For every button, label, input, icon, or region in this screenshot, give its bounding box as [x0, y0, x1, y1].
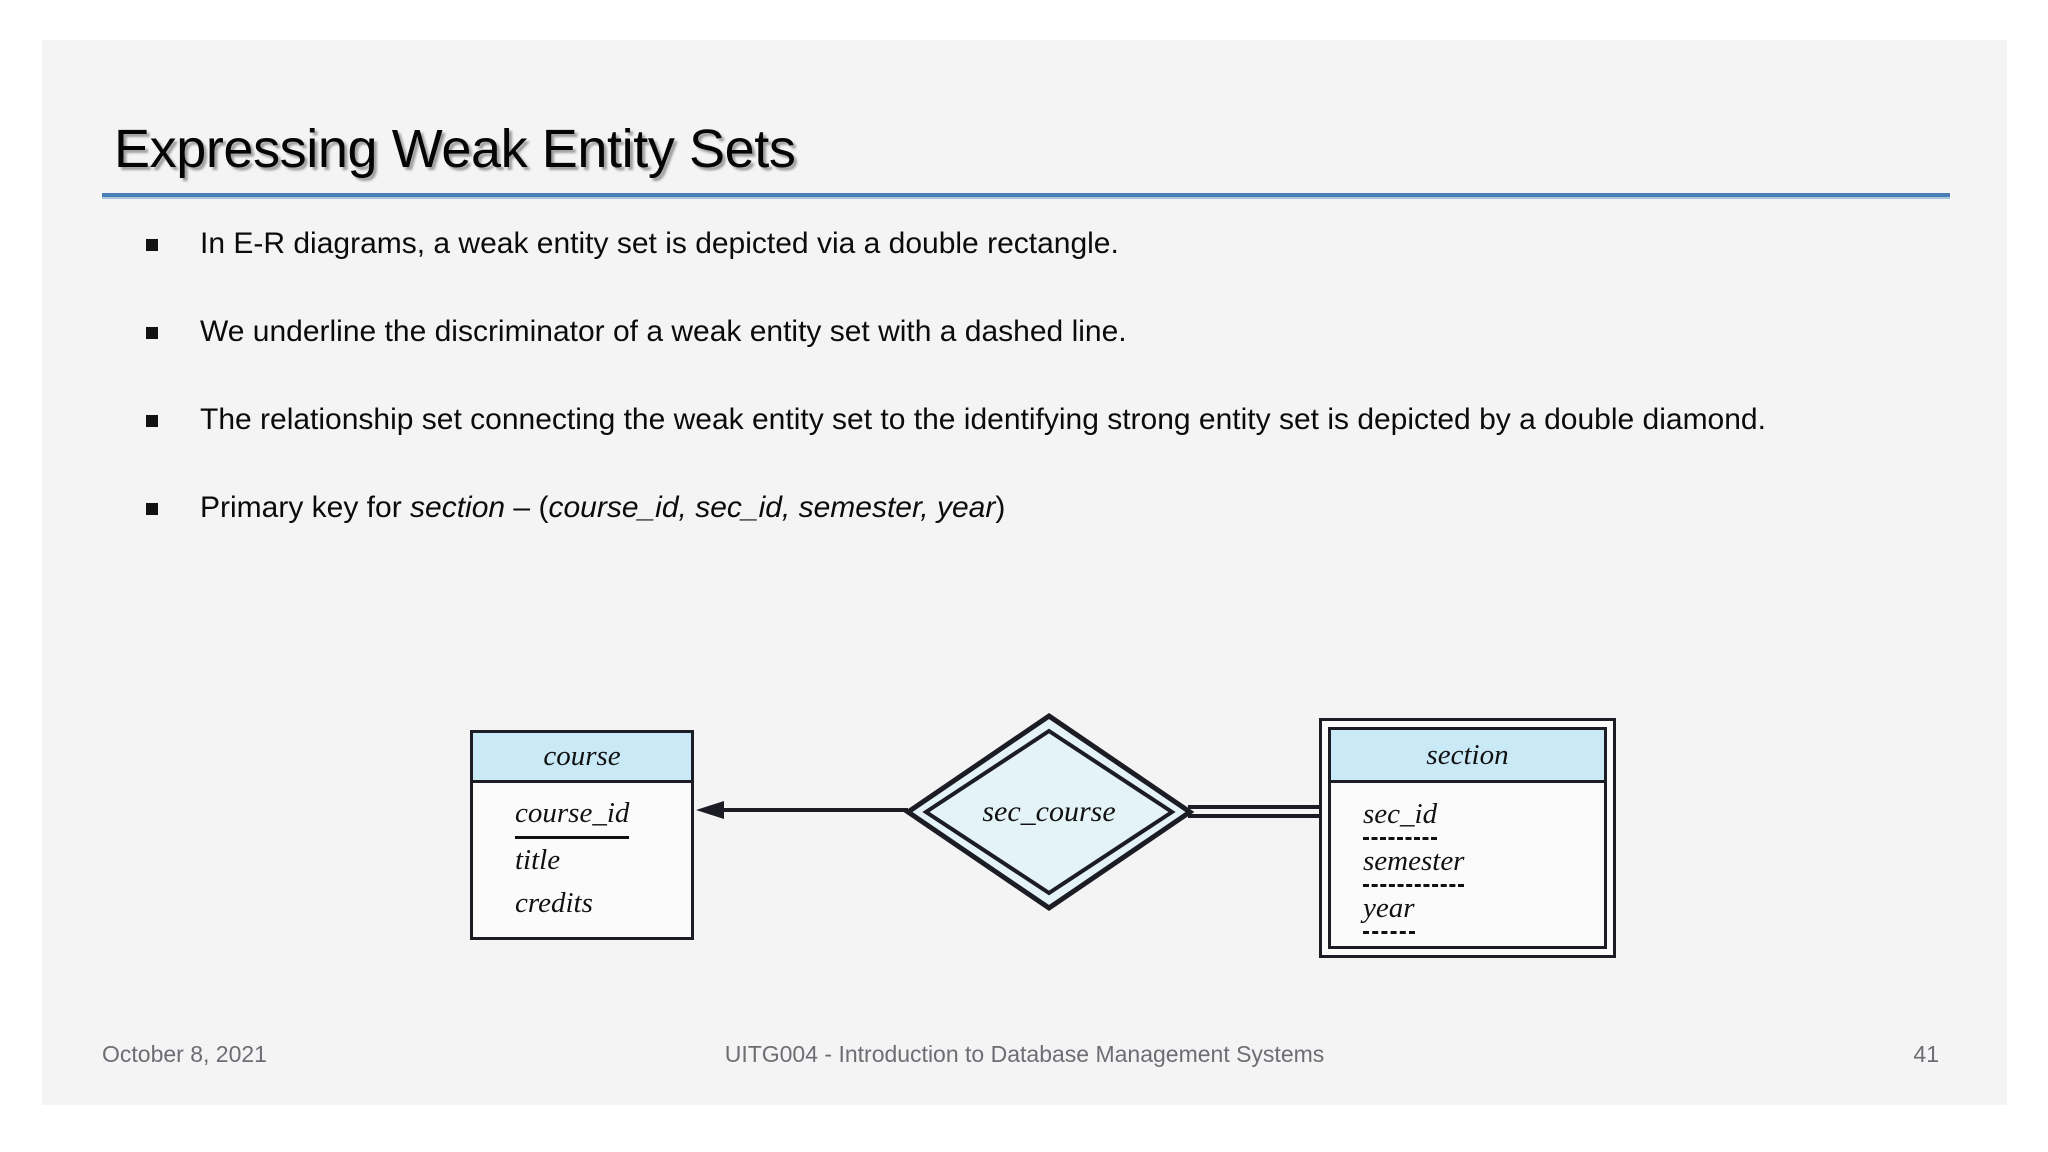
bullet-item-4: Primary key for section – (course_id, se… — [102, 482, 1952, 533]
square-bullet-icon — [146, 503, 158, 515]
slide-canvas: Expressing Weak Entity Sets In E-R diagr… — [42, 40, 2007, 1105]
bullet-text-1: In E-R diagrams, a weak entity set is de… — [200, 227, 1119, 260]
entity-section-name: section — [1331, 730, 1604, 783]
attribute-sec-id: sec_id — [1363, 793, 1604, 840]
square-bullet-icon — [146, 327, 158, 339]
bullet-list: In E-R diagrams, a weak entity set is de… — [102, 218, 1952, 533]
bullet-text-4: Primary key for section – (course_id, se… — [200, 491, 1006, 524]
bullet-item-1: In E-R diagrams, a weak entity set is de… — [102, 218, 1952, 269]
attribute-title: title — [515, 844, 561, 876]
footer-date: October 8, 2021 — [102, 1041, 267, 1067]
relationship-label: sec_course — [982, 795, 1116, 828]
title-divider — [102, 193, 1950, 199]
attribute-credits: credits — [515, 887, 593, 919]
link-sec-course-to-course — [696, 801, 908, 819]
square-bullet-icon — [146, 239, 158, 251]
entity-section-attributes: sec_id semester year — [1331, 783, 1604, 946]
bullet-item-2: We underline the discriminator of a weak… — [102, 306, 1952, 357]
page-title: Expressing Weak Entity Sets — [114, 119, 796, 179]
attribute-year: year — [1363, 887, 1604, 934]
attribute-course-id: course_id — [515, 792, 691, 839]
entity-section: section sec_id semester year — [1319, 718, 1616, 958]
entity-section-inner-border: section sec_id semester year — [1328, 727, 1607, 949]
er-diagram: course course_id title credits sec_cours… — [42, 680, 2007, 958]
entity-course-name: course — [473, 733, 691, 783]
entity-course-attributes: course_id title credits — [473, 783, 691, 937]
entity-course: course course_id title credits — [470, 730, 694, 940]
footer-course-title: UITG004 - Introduction to Database Manag… — [724, 1041, 1325, 1067]
bullet-text-2: We underline the discriminator of a weak… — [200, 315, 1127, 348]
attribute-semester: semester — [1363, 840, 1604, 887]
bullet-text-3: The relationship set connecting the weak… — [200, 403, 1766, 436]
relationship-sec-course: sec_course — [904, 712, 1194, 912]
bullet-item-3: The relationship set connecting the weak… — [102, 394, 1952, 445]
slide-footer: October 8, 2021 UITG004 - Introduction t… — [42, 1041, 2007, 1075]
footer-page-number: 41 — [1913, 1041, 1939, 1067]
double-diamond-shape — [904, 712, 1194, 912]
square-bullet-icon — [146, 415, 158, 427]
link-sec-course-to-section — [1188, 805, 1324, 818]
